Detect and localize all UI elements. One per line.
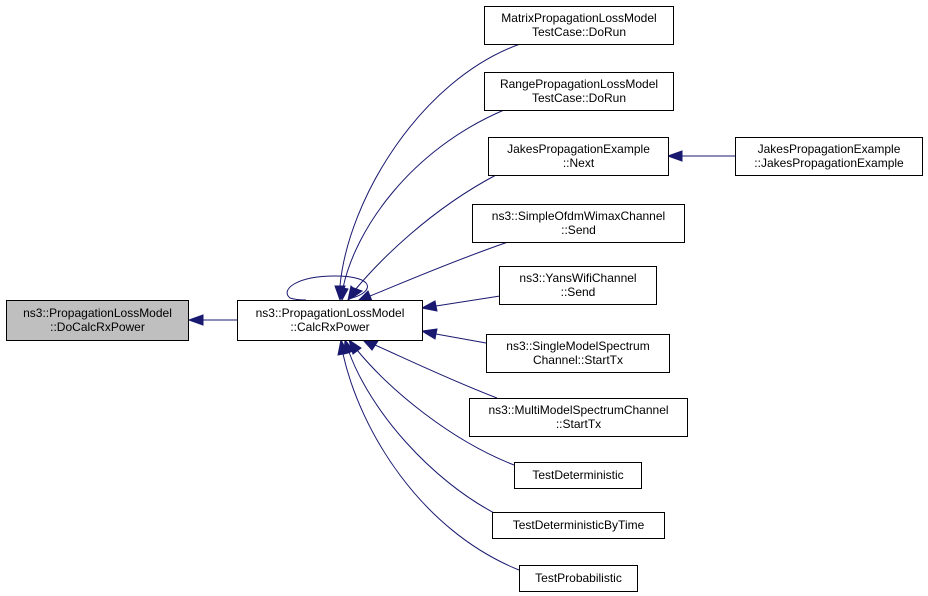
edge-line	[374, 344, 498, 399]
node-label: ::StartTx	[556, 417, 601, 431]
call-graph-nodes: ns3::PropagationLossModel::DoCalcRxPower…	[6, 6, 923, 592]
arrowhead-icon	[666, 150, 683, 162]
node-box	[488, 137, 669, 176]
node-box	[514, 462, 642, 489]
node-jctor[interactable]: JakesPropagationExample::JakesPropagatio…	[735, 137, 923, 176]
node-label: TestProbabilistic	[535, 571, 622, 585]
node-box	[484, 72, 674, 111]
edge-jnext-to-calc	[347, 174, 497, 302]
node-box	[492, 512, 665, 539]
arrowhead-icon	[361, 339, 379, 351]
node-multi[interactable]: ns3::MultiModelSpectrumChannel::StartTx	[469, 398, 688, 437]
node-box	[486, 334, 670, 373]
node-box	[735, 137, 923, 176]
edge-line	[339, 43, 521, 287]
edge-calc-to-calc	[286, 275, 368, 301]
edge-single-to-calc	[420, 328, 487, 344]
node-label: ns3::SingleModelSpectrum	[506, 339, 649, 353]
node-label: Channel::StartTx	[533, 353, 623, 367]
node-label: RangePropagationLossModel	[500, 77, 658, 91]
node-label: JakesPropagationExample	[507, 142, 650, 156]
node-label: TestCase::DoRun	[532, 25, 626, 39]
edge-multi-to-calc	[361, 339, 498, 399]
arrowhead-icon	[337, 338, 349, 356]
node-box	[469, 398, 688, 437]
node-box	[237, 300, 423, 341]
call-graph-edges	[187, 43, 735, 571]
edge-line	[286, 275, 368, 301]
arrowhead-icon	[347, 285, 360, 302]
node-label: ::Send	[561, 285, 596, 299]
edge-line	[369, 241, 509, 297]
arrowhead-icon	[420, 328, 438, 340]
node-jnext[interactable]: JakesPropagationExample::Next	[488, 137, 669, 176]
node-matrix[interactable]: MatrixPropagationLossModelTestCase::DoRu…	[484, 6, 674, 45]
node-label: TestCase::DoRun	[532, 91, 626, 105]
node-label: ns3::PropagationLossModel	[256, 306, 405, 320]
edge-ofdm-to-calc	[356, 241, 509, 302]
node-tdet[interactable]: TestDeterministic	[514, 462, 642, 489]
edge-line	[435, 295, 501, 307]
node-label: TestDeterministic	[532, 468, 623, 482]
edge-line	[342, 109, 505, 289]
node-tprob[interactable]: TestProbabilistic	[519, 565, 638, 592]
node-box	[499, 266, 657, 305]
node-label: ::Next	[563, 156, 595, 170]
node-label: ns3::YansWifiChannel	[519, 271, 636, 285]
edge-line	[348, 351, 499, 516]
edge-range-to-calc	[337, 109, 505, 302]
arrowhead-icon	[337, 286, 349, 302]
node-box	[519, 565, 638, 592]
node-label: ::Send	[561, 223, 596, 237]
arrowhead-icon	[420, 300, 438, 312]
edge-line	[342, 353, 520, 571]
edge-yans-to-calc	[420, 295, 501, 312]
node-label: ns3::SimpleOfdmWimaxChannel	[492, 209, 665, 223]
node-label: ::DoCalcRxPower	[50, 320, 145, 334]
edge-line	[435, 333, 487, 344]
node-box	[484, 6, 674, 45]
edge-calc-to-focus	[187, 314, 237, 326]
node-label: ns3::PropagationLossModel	[23, 306, 172, 320]
node-label: ns3::MultiModelSpectrumChannel	[488, 403, 668, 417]
edge-jctor-to-jnext	[666, 150, 735, 162]
node-label: MatrixPropagationLossModel	[501, 11, 656, 25]
node-label: JakesPropagationExample	[758, 142, 901, 156]
edge-tprob-to-calc	[337, 338, 520, 571]
node-yans[interactable]: ns3::YansWifiChannel::Send	[499, 266, 657, 305]
node-focus[interactable]: ns3::PropagationLossModel::DoCalcRxPower	[6, 300, 189, 341]
node-calc[interactable]: ns3::PropagationLossModel::CalcRxPower	[237, 300, 423, 341]
node-box	[6, 300, 189, 341]
node-ofdm[interactable]: ns3::SimpleOfdmWimaxChannel::Send	[472, 204, 685, 243]
node-label: ::CalcRxPower	[290, 320, 369, 334]
edge-line	[354, 174, 497, 291]
node-tdettime[interactable]: TestDeterministicByTime	[492, 512, 665, 539]
node-label: TestDeterministicByTime	[513, 518, 645, 532]
node-box	[472, 204, 685, 243]
node-label: ::JakesPropagationExample	[754, 156, 904, 170]
edge-line	[356, 349, 515, 466]
arrowhead-icon	[187, 314, 204, 326]
